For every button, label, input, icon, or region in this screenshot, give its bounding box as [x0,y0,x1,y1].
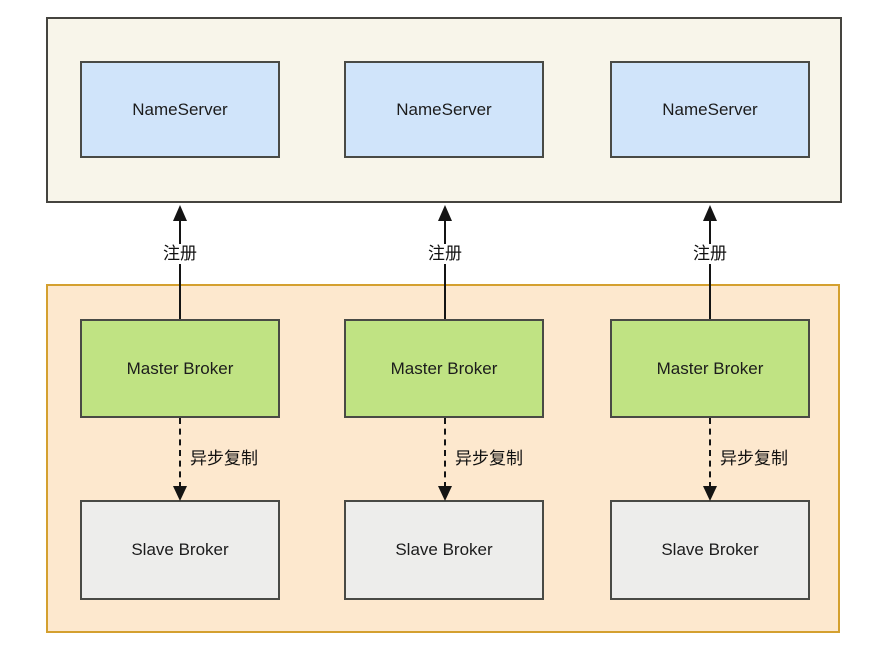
slave-broker-node-label: Slave Broker [395,540,493,559]
arrowhead-up-icon [703,205,717,221]
register-label: 注册 [426,244,464,265]
arrowhead-up-icon [173,205,187,221]
replication-label: 异步复制 [720,449,788,468]
nameserver-node-label: NameServer [132,99,228,119]
master-broker-node-label: Master Broker [126,358,234,378]
nameserver-node: NameServer [344,61,544,158]
slave-broker-node-label: Slave Broker [131,540,229,559]
register-arrow-line [444,220,446,319]
register-arrow-line [179,220,181,319]
master-broker-node: Master Broker [344,319,544,418]
master-broker-node-label: Master Broker [390,358,498,378]
replication-label: 异步复制 [190,449,258,468]
nameserver-node: NameServer [610,61,810,158]
nameserver-node-label: NameServer [662,99,758,119]
register-label: 注册 [691,244,729,265]
replication-arrow-line [444,418,446,488]
slave-broker-node: Slave Broker [610,500,810,600]
arrowhead-up-icon [438,205,452,221]
nameserver-node: NameServer [80,61,280,158]
master-broker-node: Master Broker [80,319,280,418]
arrowhead-down-icon [438,486,452,501]
master-broker-node-label: Master Broker [656,358,764,378]
slave-broker-node-label: Slave Broker [661,540,759,559]
master-broker-node: Master Broker [610,319,810,418]
replication-label: 异步复制 [455,449,523,468]
register-label: 注册 [161,244,199,265]
arrowhead-down-icon [173,486,187,501]
arrowhead-down-icon [703,486,717,501]
slave-broker-node: Slave Broker [344,500,544,600]
nameserver-node-label: NameServer [396,99,492,119]
replication-arrow-line [709,418,711,488]
slave-broker-node: Slave Broker [80,500,280,600]
replication-arrow-line [179,418,181,488]
register-arrow-line [709,220,711,319]
